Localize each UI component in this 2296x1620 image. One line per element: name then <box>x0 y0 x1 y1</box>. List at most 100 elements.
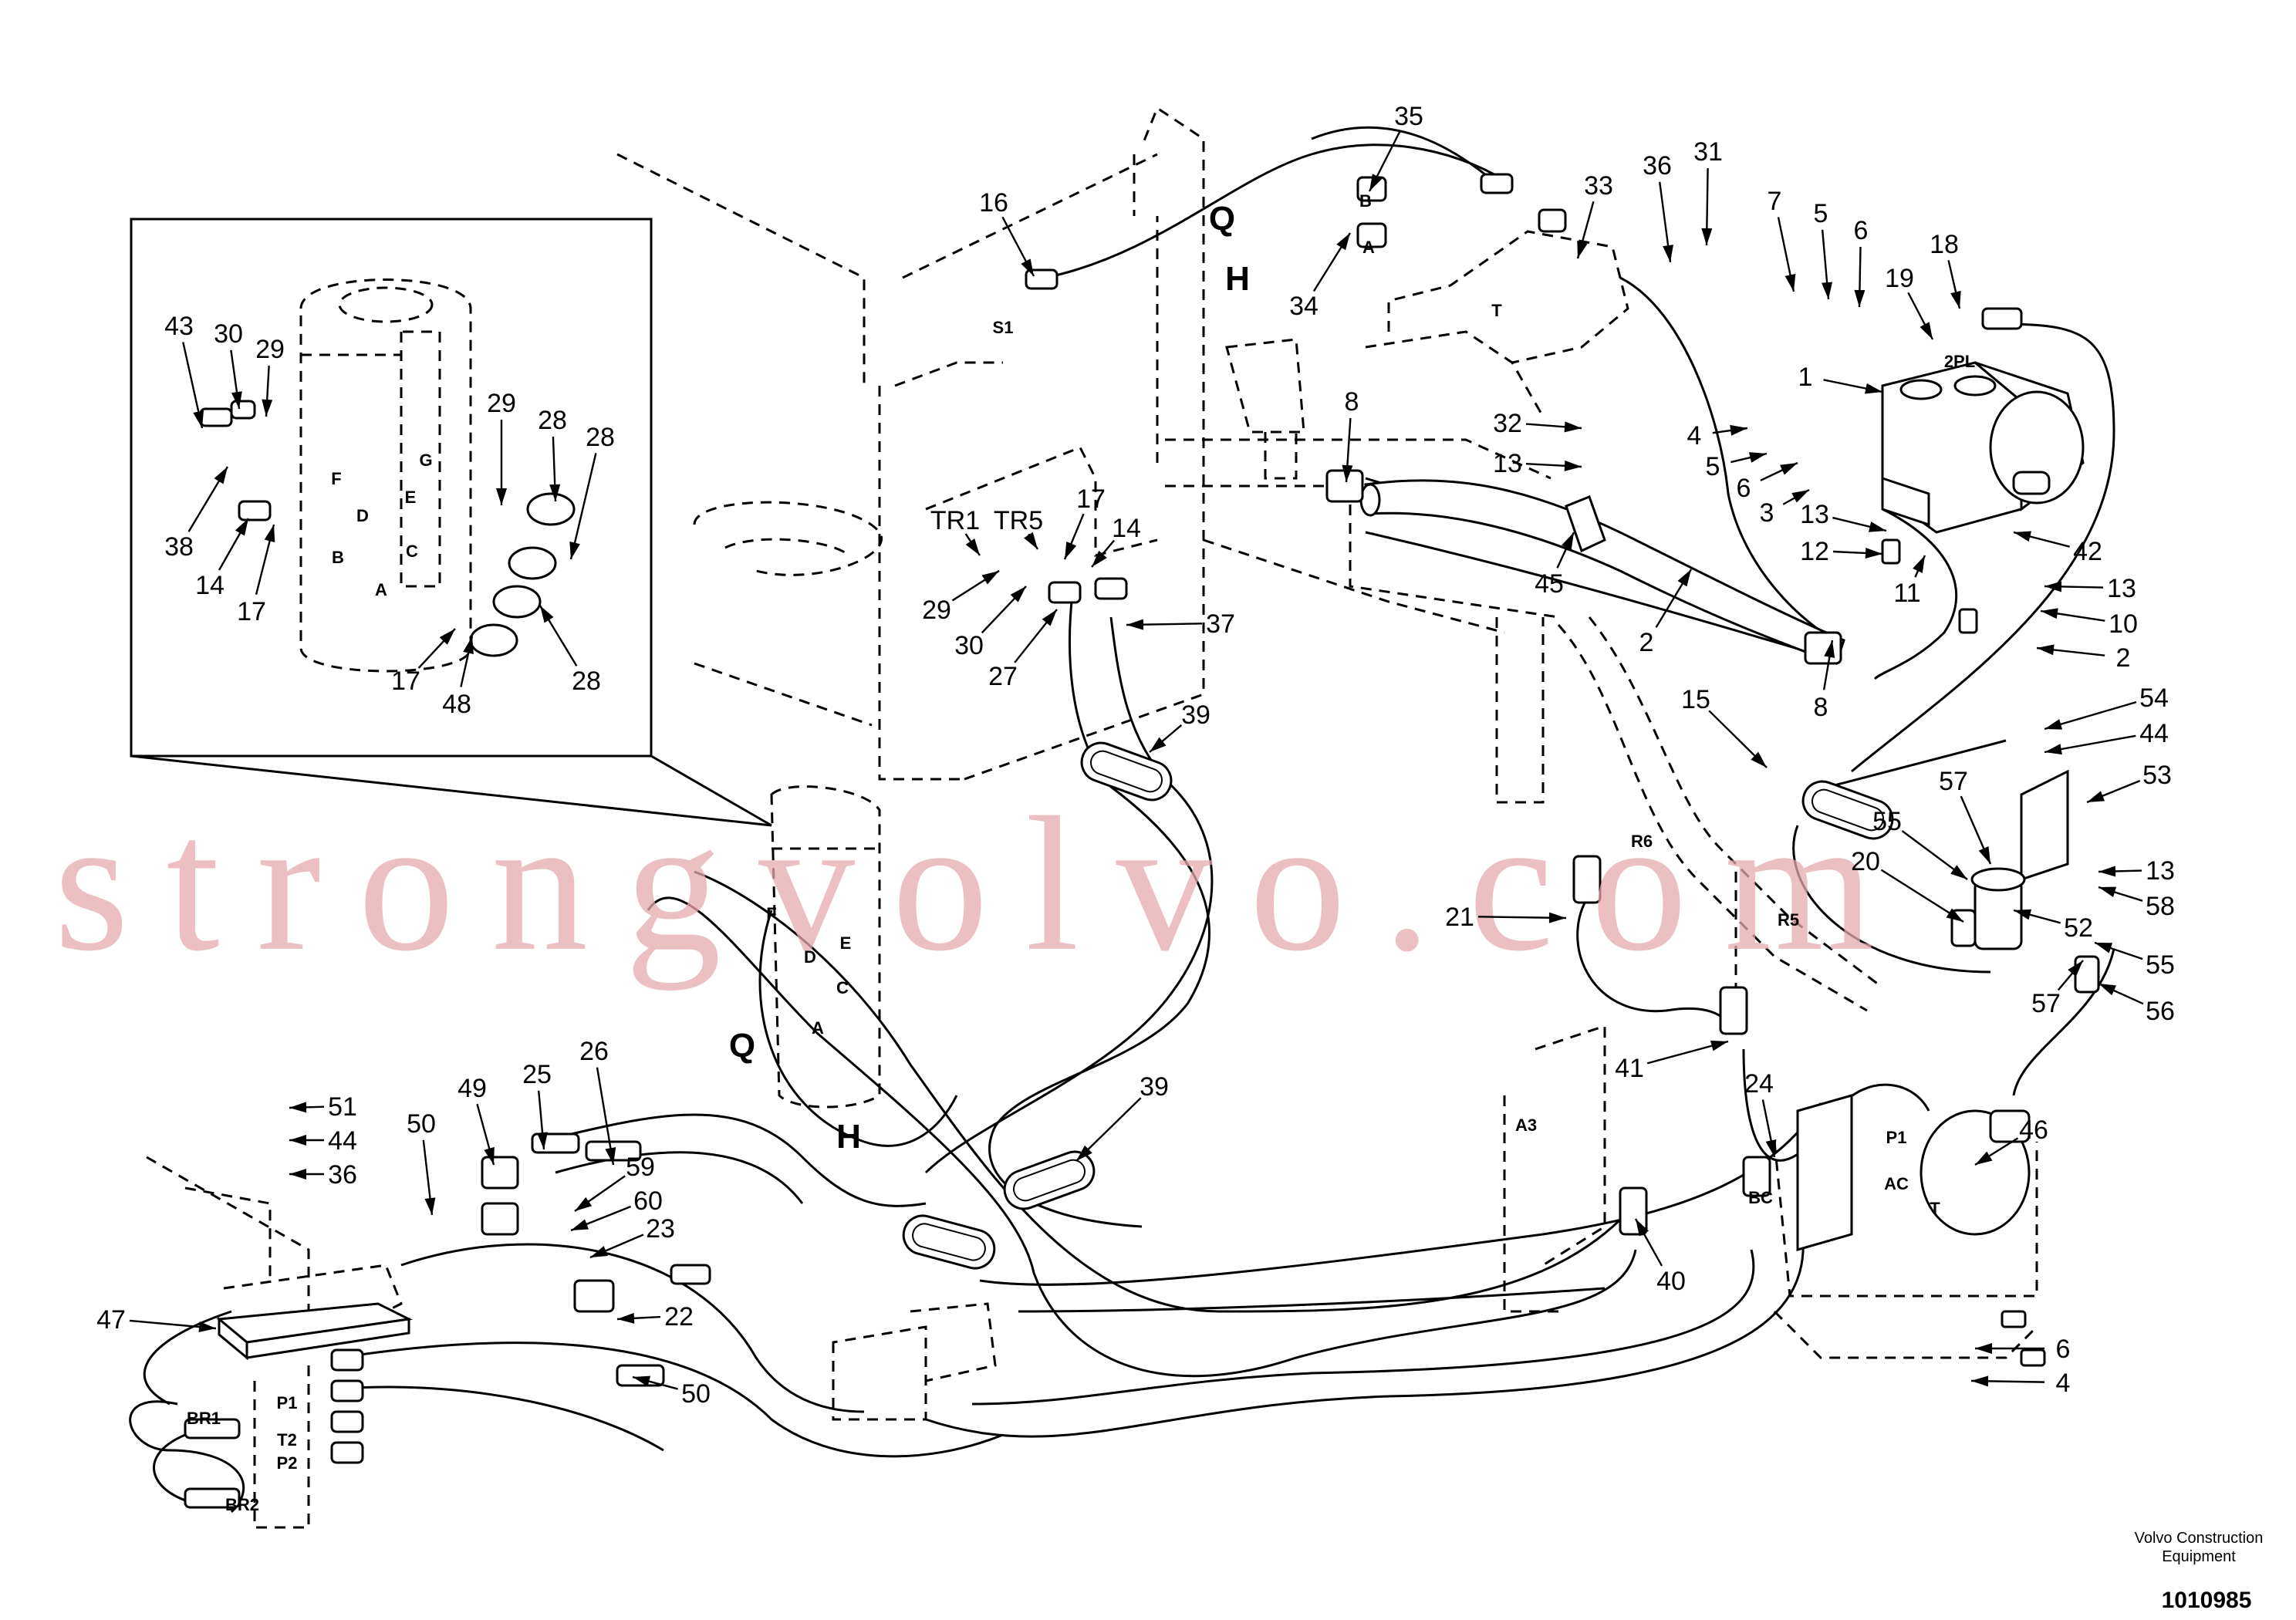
return-hose-45 <box>1359 479 1845 665</box>
callout-13: 13 <box>1493 449 1582 478</box>
callout-arrowhead <box>2095 943 2113 953</box>
callout-24: 24 <box>1744 1069 1777 1158</box>
callout-35: 35 <box>1368 102 1423 192</box>
callout-52: 52 <box>2013 909 2093 943</box>
callout-number: 8 <box>1345 387 1359 417</box>
callout-50: 50 <box>632 1375 711 1409</box>
document-number: 1010985 <box>2162 1588 2252 1613</box>
callout-17: 17 <box>391 628 456 696</box>
port-label-layer: FDBGECABAS1T2PLR6R5A3BCACP1TFDECABR1T2P1… <box>187 191 1975 1514</box>
callout-36: 36 <box>289 1160 357 1190</box>
callout-number: 6 <box>1737 474 1751 503</box>
callout-arrowhead <box>1065 542 1077 559</box>
callout-number: 30 <box>214 319 243 349</box>
callout-arrowhead <box>198 1321 216 1333</box>
callout-arrowhead <box>1865 383 1882 394</box>
port-label: E <box>840 933 852 953</box>
callout-arrowhead <box>1092 550 1107 567</box>
callout-number: 45 <box>1535 569 1564 599</box>
callout-arrowhead <box>1971 1375 1989 1387</box>
callout-number: 57 <box>1939 767 1968 796</box>
callout-13: 13 <box>1800 500 1887 532</box>
callout-arrowhead <box>1564 421 1582 433</box>
callout-39: 39 <box>1149 700 1210 753</box>
callout-leader <box>569 453 597 560</box>
connection-letter: H <box>1225 260 1250 298</box>
callout-arrowhead <box>1150 737 1167 752</box>
callout-43: 43 <box>164 312 204 429</box>
callout-number: 17 <box>391 667 420 696</box>
callout-arrowhead <box>484 1146 495 1165</box>
callout-number: 59 <box>626 1153 655 1182</box>
callout-1: 1 <box>1798 363 1883 394</box>
callout-50: 50 <box>407 1109 436 1216</box>
callout-number: 36 <box>328 1160 357 1190</box>
callout-arrowhead <box>1730 424 1747 436</box>
callout-47: 47 <box>96 1305 217 1335</box>
callout-28: 28 <box>539 605 601 696</box>
callout-arrowhead <box>1636 1219 1649 1237</box>
callout-arrowhead <box>235 518 248 536</box>
port-label: T <box>1491 301 1502 320</box>
callout-25: 25 <box>522 1060 552 1150</box>
callout-arrowhead <box>633 1375 651 1387</box>
callout-number: 31 <box>1693 137 1723 167</box>
callout-arrowhead <box>537 1132 548 1149</box>
callout-number: 54 <box>2139 683 2169 713</box>
callout-number: 39 <box>1181 700 1210 730</box>
callout-arrowhead <box>590 1246 608 1257</box>
callout-number: 57 <box>2031 989 2061 1018</box>
valve-block-47 <box>216 1302 413 1361</box>
callout-number: 3 <box>1760 498 1774 528</box>
callout-number: 40 <box>1656 1267 1686 1296</box>
callout-number: 55 <box>2146 950 2175 980</box>
callout-number: TR5 <box>994 506 1043 535</box>
port-label: R6 <box>1631 832 1653 851</box>
callout-number: 23 <box>646 1214 675 1244</box>
callout-arrowhead <box>1946 908 1963 922</box>
callout-number: 38 <box>164 532 194 562</box>
callout-arrowhead <box>1010 586 1026 602</box>
callout-number: 25 <box>522 1060 552 1089</box>
callout-2: 2 <box>1639 569 1693 657</box>
callout-6: 6 <box>1975 1335 2070 1364</box>
callout-number: 5 <box>1706 452 1720 481</box>
callout-arrowhead <box>2098 886 2117 898</box>
callout-number: 50 <box>681 1379 711 1409</box>
callout-4: 4 <box>1970 1369 2070 1398</box>
callout-41: 41 <box>1615 1040 1729 1083</box>
callout-arrowhead <box>1950 865 1967 879</box>
callout-15: 15 <box>1681 685 1768 768</box>
callout-arrowhead <box>2044 744 2062 755</box>
callout-number: 2 <box>1639 628 1654 657</box>
callout-57: 57 <box>2031 960 2084 1018</box>
callout-arrowhead <box>1021 258 1034 276</box>
callout-number: 29 <box>922 596 951 625</box>
callout-2: 2 <box>2036 643 2130 673</box>
callout-arrowhead <box>2037 644 2055 656</box>
callout-number: 24 <box>1744 1069 1774 1099</box>
callout-arrowhead <box>1369 174 1383 191</box>
callout-number: 60 <box>633 1186 663 1216</box>
callout-arrowhead <box>1748 452 1767 463</box>
footer-brand-line2: Equipment <box>2162 1548 2236 1565</box>
callout-arrowhead <box>1024 532 1038 549</box>
callout-number: 42 <box>2073 537 2102 566</box>
callout-26: 26 <box>579 1037 616 1166</box>
callout-arrowhead <box>1950 290 1961 309</box>
callout-arrowhead <box>617 1312 635 1324</box>
callout-number: 29 <box>255 335 285 364</box>
callout-arrowhead <box>2098 866 2116 877</box>
callout-arrowhead <box>1663 245 1673 262</box>
port-label: C <box>406 542 418 561</box>
callout-number: TR1 <box>930 506 980 535</box>
callout-arrowhead <box>1920 322 1933 339</box>
port-label: A3 <box>1515 1115 1537 1135</box>
filter-assembly <box>1970 769 2069 950</box>
callout-number: 7 <box>1768 187 1782 216</box>
callout-number: 39 <box>1140 1072 1169 1102</box>
callout-number: 13 <box>1493 449 1522 478</box>
callout-arrowhead <box>540 606 554 623</box>
